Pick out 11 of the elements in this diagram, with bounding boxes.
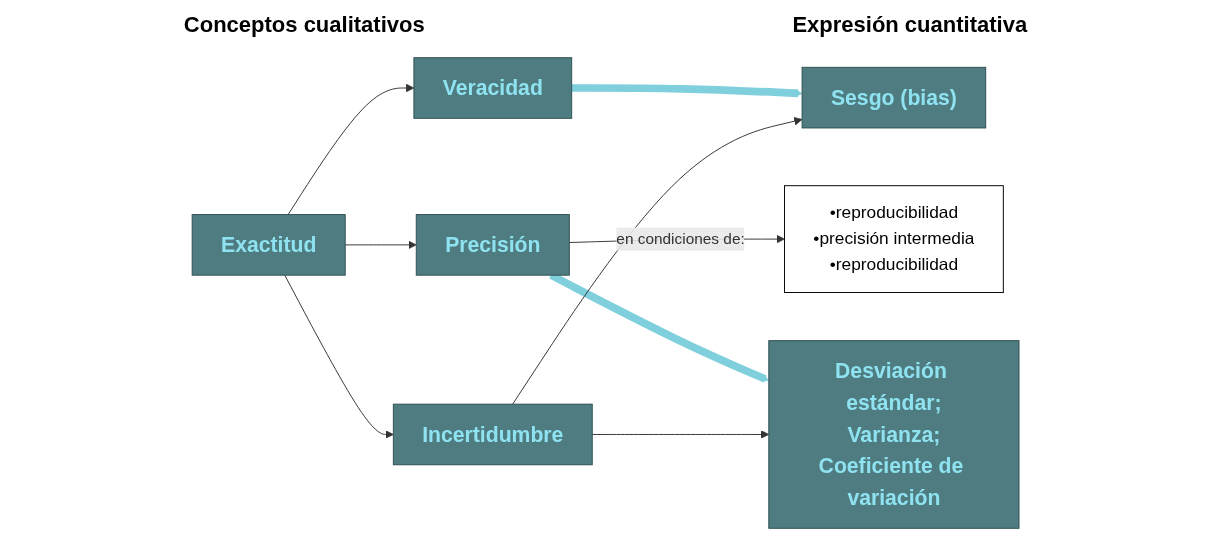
node-box: Incertidumbre xyxy=(392,403,593,466)
node-box: Desviación estándar; Varianza; Coeficiente de variación xyxy=(768,340,1020,529)
arrow xyxy=(571,84,803,98)
edge-label: en condiciones de: xyxy=(616,230,745,247)
column-heading: Conceptos cualitativos xyxy=(183,12,425,38)
node-box: Precisión xyxy=(415,214,570,276)
node-box: Exactitud xyxy=(191,214,346,276)
node-box: Veracidad xyxy=(413,57,573,119)
node-box: Sesgo (bias) xyxy=(801,66,987,129)
column-heading: Expresión cuantitativa xyxy=(792,12,1028,38)
node-box: •reproducibilidad •precisión intermedia •reproducibilidad xyxy=(783,185,1004,293)
